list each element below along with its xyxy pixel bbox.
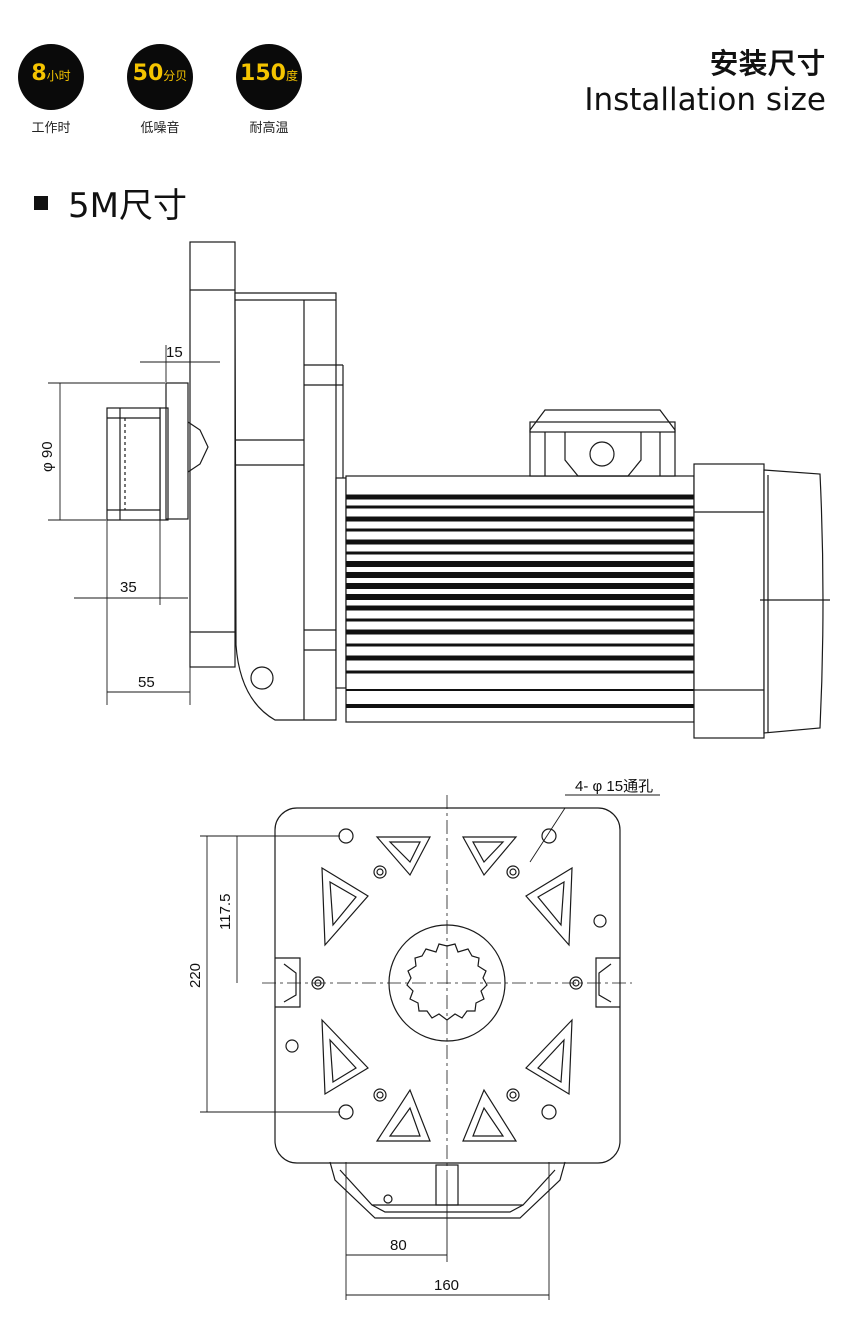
motor-front-view	[262, 795, 632, 1219]
badge-unit: 度	[285, 69, 298, 83]
page-title-en: Installation size	[584, 82, 826, 118]
section-title: 5M尺寸	[68, 186, 187, 226]
front-dimensions	[200, 794, 660, 1300]
section-heading: 5M尺寸	[34, 178, 187, 227]
dim-15: 15	[166, 344, 183, 361]
dim-35: 35	[120, 579, 137, 596]
page-title-cn: 安装尺寸	[709, 47, 826, 80]
bullet-square-icon	[34, 195, 48, 210]
dim-220: 220	[187, 963, 204, 988]
badge-label: 耐高温	[249, 121, 289, 136]
dim-55: 55	[138, 674, 155, 691]
badge-unit: 小时	[46, 69, 71, 83]
badge-unit: 分贝	[163, 69, 188, 83]
badge-num: 150	[240, 61, 286, 86]
dim-117-5: 117.5	[217, 894, 234, 930]
dim-160: 160	[434, 1277, 459, 1294]
dim-phi90: φ 90	[39, 441, 56, 472]
dim-hole-spec: 4- φ 15通孔	[575, 778, 653, 795]
badge-label: 工作时	[31, 121, 71, 136]
side-dimensions	[48, 345, 220, 705]
dim-80: 80	[390, 1237, 407, 1254]
motor-side-view	[106, 241, 830, 739]
badge-noise: 50 分贝	[127, 44, 193, 110]
badge-num: 50	[132, 61, 164, 86]
badge-num: 8	[31, 61, 47, 86]
badge-work-hours: 8 小时	[18, 44, 84, 110]
badge-label: 低噪音	[140, 121, 180, 136]
badge-temperature: 150 度	[236, 44, 302, 110]
